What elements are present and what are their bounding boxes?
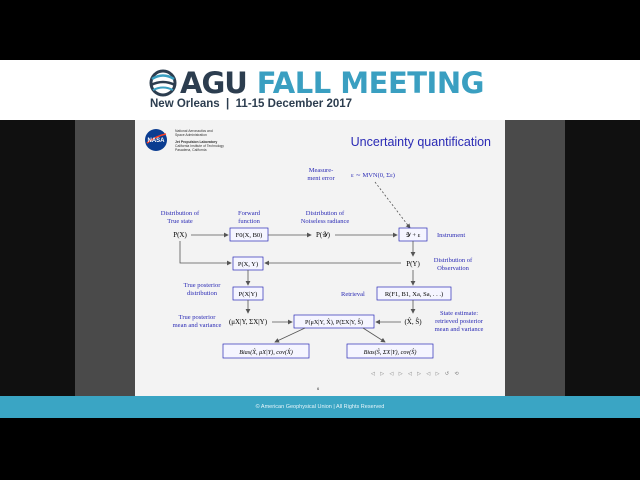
conference-banner (0, 60, 640, 120)
footer-bar (0, 396, 640, 418)
arrow-px-joint (179, 241, 232, 266)
p-y-node: P(Y) (406, 260, 420, 268)
svg-text:𝒴 + ε: 𝒴 + ε (406, 232, 421, 239)
arrow-jointest-bias-left (274, 327, 306, 343)
bias-right-box (346, 343, 434, 359)
bias-left-box (222, 343, 310, 359)
p-ycal-node: P(𝒴) (316, 231, 331, 239)
event-name: FALL MEETING (256, 66, 485, 100)
p-x-node: P(X) (173, 231, 187, 239)
forward-box (229, 227, 269, 242)
noise-arrow (374, 181, 411, 229)
brand-name: AGU (180, 66, 248, 100)
nasa-logo-icon: NASA (145, 129, 167, 151)
svg-text:NASA: NASA (147, 138, 165, 144)
arrow-jointest-bias-right (362, 327, 386, 343)
svg-text:R(F1, B1, Xa, Sa, . . .): R(F1, B1, Xa, Sa, . . .) (385, 291, 443, 298)
slide-header: NASA National Aeronautics and Space Admi… (135, 120, 505, 160)
presentation-slide: NASA National Aeronautics and Space Admi… (135, 120, 505, 396)
uq-diagram: Measure-ment error ε ∼ MVN(0, Σε) Distri… (161, 167, 484, 359)
svg-text:Bias(Ŝ, ΣX|Y), cov(Ŝ): Bias(Ŝ, ΣX|Y), cov(Ŝ) (364, 348, 417, 356)
svg-text:P(X, Y): P(X, Y) (238, 261, 258, 268)
copyright-text: © American Geophysical Union | All Right… (255, 404, 385, 410)
svg-text:P(μX|Y, X̂), P(ΣX|Y, Ŝ): P(μX|Y, X̂), P(ΣX|Y, Ŝ) (305, 318, 363, 326)
svg-text:P(X|Y): P(X|Y) (239, 291, 258, 298)
agu-logo: AGU FALL MEETING (148, 66, 484, 100)
location-dates: New Orleans | 11-15 December 2017 (150, 98, 353, 110)
retrieval-label: Retrieval (341, 291, 365, 298)
slide-nav-controls[interactable]: ◁ ▷ ◁ ▷ ◁ ▷ ◁ ▷ ↺ ⟲ (371, 371, 461, 377)
right-panel (505, 120, 565, 396)
mu-sigma-node: (μX|Y, ΣX|Y) (229, 318, 268, 326)
svg-text:F0(X, B0): F0(X, B0) (236, 232, 263, 239)
globe-icon (149, 69, 177, 97)
svg-text:Bias(X̂, μX|Y), cov(X̂): Bias(X̂, μX|Y), cov(X̂) (239, 349, 293, 356)
slide-page-number: 6 (317, 386, 320, 391)
retrieval-box (376, 286, 452, 301)
instrument-label: Instrument (437, 232, 465, 239)
slide-title: Uncertainty quantification (350, 135, 491, 149)
left-panel (75, 120, 135, 396)
joint-estimate-box (293, 314, 375, 329)
measurement-error-label: Measure-ment error (307, 167, 335, 182)
noise-formula: ε ∼ MVN(0, Σε) (351, 172, 395, 179)
xhat-shat-node: (X̂, Ŝ) (404, 318, 422, 326)
organization-text: National Aeronautics and Space Administr… (175, 129, 224, 153)
